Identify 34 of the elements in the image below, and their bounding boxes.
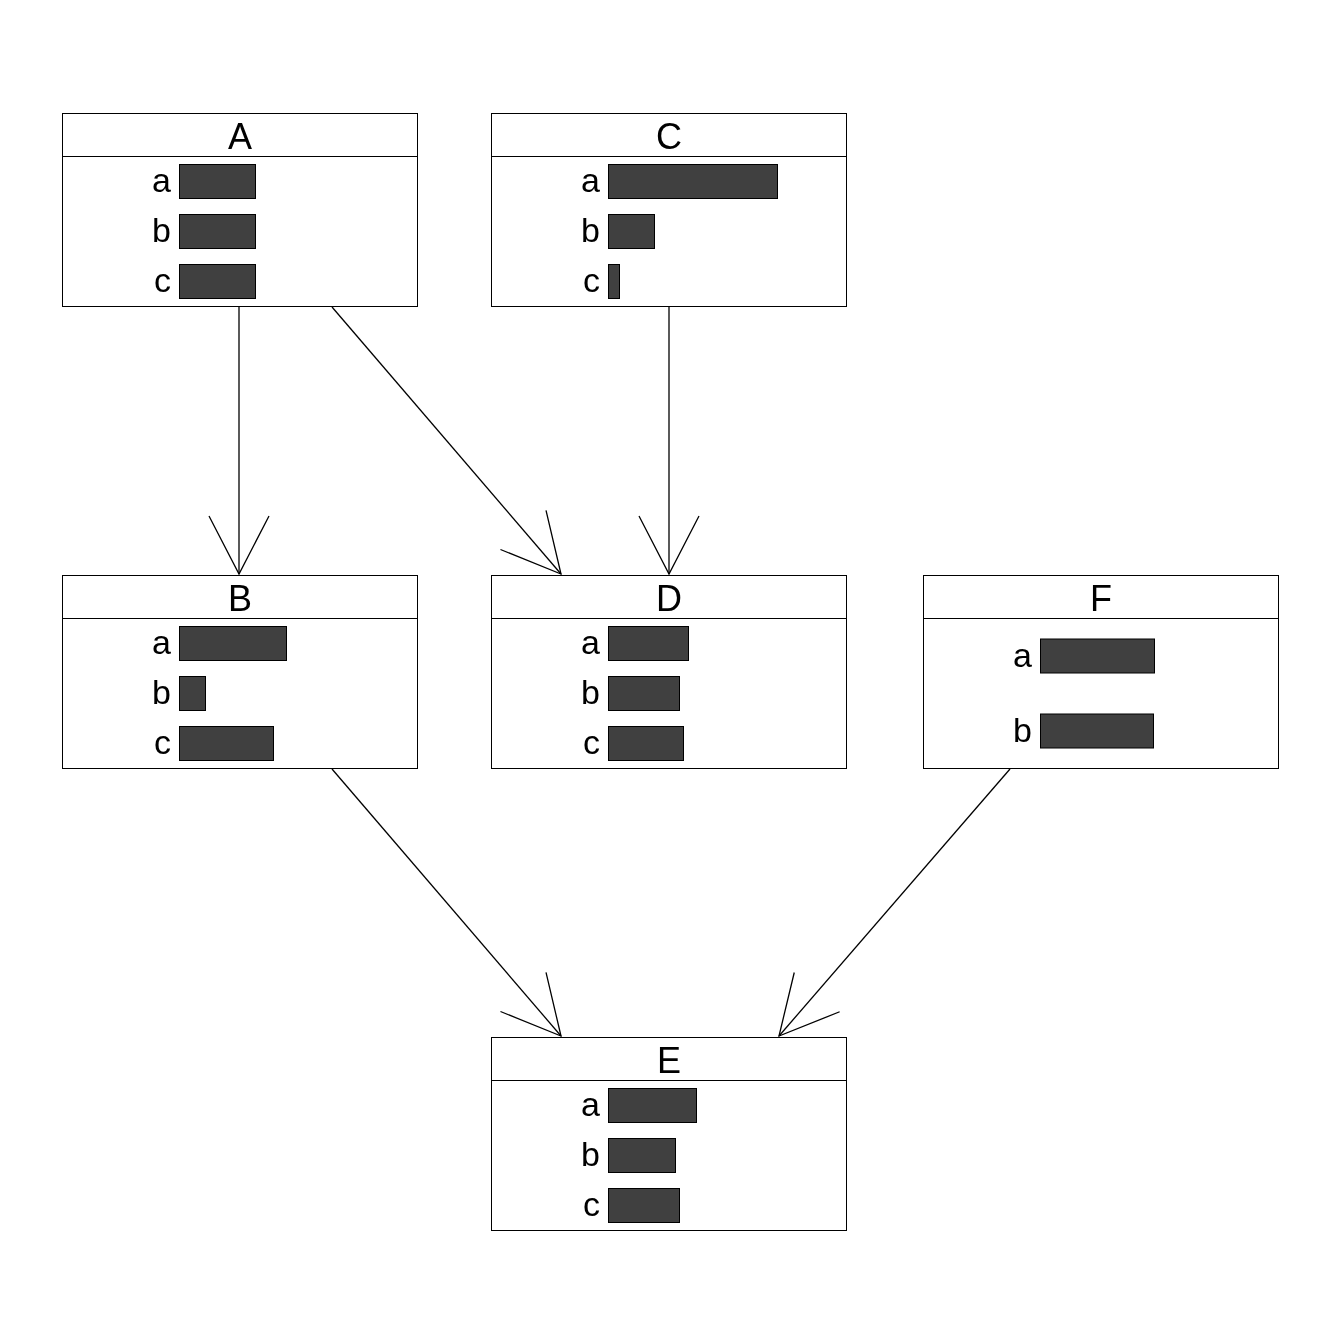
node-title: D xyxy=(492,576,846,619)
state-label: c xyxy=(153,724,171,760)
node-title: E xyxy=(492,1038,846,1081)
arrow xyxy=(331,768,562,1037)
node-box xyxy=(491,1037,847,1231)
state-label: a xyxy=(580,624,600,660)
state-label: c xyxy=(153,262,171,298)
state-label: a xyxy=(1012,636,1032,673)
node-title: B xyxy=(63,576,417,619)
node-box xyxy=(62,575,418,769)
arrow xyxy=(208,306,270,575)
state-label: a xyxy=(151,162,171,198)
state-label: b xyxy=(151,212,171,248)
node-box xyxy=(491,113,847,307)
state-label: b xyxy=(580,674,600,710)
state-label: b xyxy=(580,1136,600,1172)
state-label: b xyxy=(1012,711,1032,748)
node-box xyxy=(491,575,847,769)
state-label: c xyxy=(582,1186,600,1222)
state-label: a xyxy=(580,1086,600,1122)
state-label: c xyxy=(582,262,600,298)
arrow xyxy=(778,768,1011,1037)
state-label: b xyxy=(580,212,600,248)
node-box xyxy=(62,113,418,307)
state-label: a xyxy=(580,162,600,198)
node-box xyxy=(923,575,1279,769)
state-label: a xyxy=(151,624,171,660)
node-title: A xyxy=(63,114,417,157)
state-label: b xyxy=(151,674,171,710)
state-label: c xyxy=(582,724,600,760)
node-title: C xyxy=(492,114,846,157)
arrow xyxy=(638,306,700,575)
node-title: F xyxy=(924,576,1278,619)
arrow xyxy=(331,306,562,575)
